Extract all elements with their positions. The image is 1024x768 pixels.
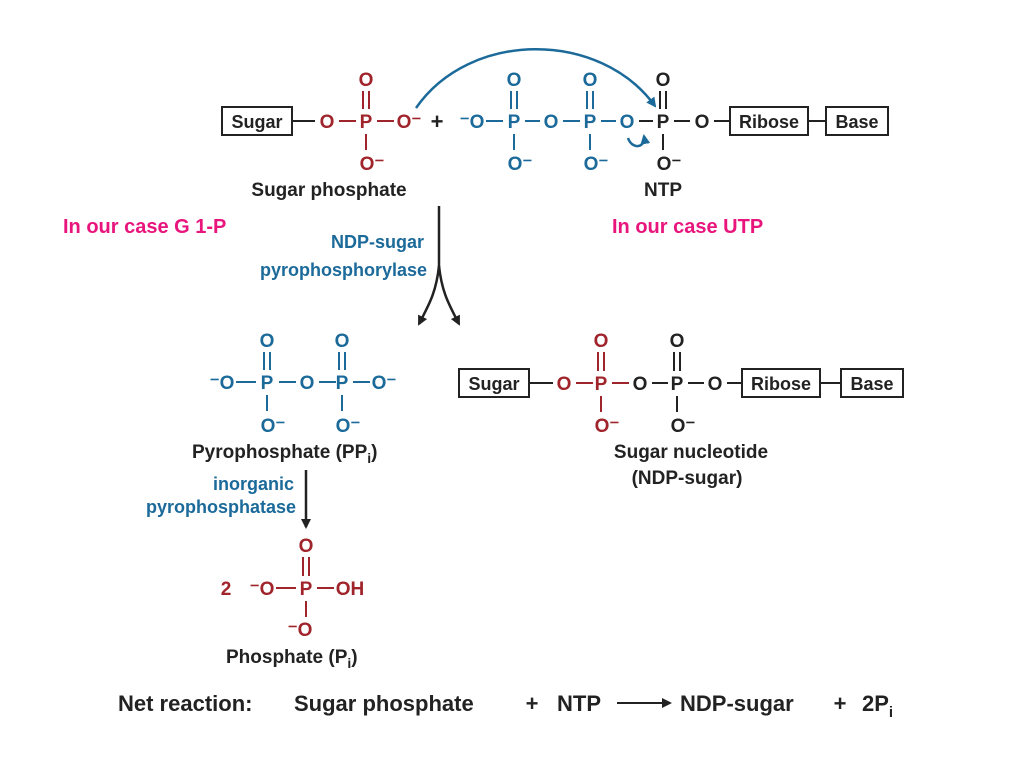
oxygen-anion: ⁻O — [460, 112, 485, 133]
ndp-sugar-molecule: Sugar O P O O⁻ O P O O⁻ O Ribose Base — [458, 331, 904, 437]
oxygen-atom: O — [708, 374, 723, 395]
base-box — [840, 368, 904, 398]
oxygen-anion: O⁻ — [336, 416, 361, 437]
phosphorus-atom: P — [671, 374, 684, 395]
oxygen-anion: ⁻O — [288, 620, 313, 641]
base-box-label: Base — [850, 374, 893, 394]
oxygen-anion: O⁻ — [671, 416, 696, 437]
oxygen-atom: O — [544, 112, 559, 133]
oxygen-atom: O — [670, 331, 685, 352]
oxygen-atom: O — [320, 112, 335, 133]
base-box-label: Base — [835, 112, 878, 132]
oxygen-atom: O — [620, 112, 635, 133]
oxygen-atom: O — [557, 374, 572, 395]
oxygen-anion: ⁻O — [250, 579, 275, 600]
enzyme-name-line2: pyrophosphorylase — [260, 260, 427, 280]
phosphorus-atom: P — [657, 112, 670, 133]
net-reaction-prefix: Net reaction: — [118, 691, 252, 716]
net-reactant-sugar-phosphate: Sugar phosphate — [294, 691, 474, 716]
phosphorus-atom: P — [508, 112, 521, 133]
ntp-label: NTP — [644, 180, 682, 201]
oxygen-atom: O — [300, 373, 315, 394]
enzyme-name-line2: pyrophosphatase — [146, 497, 296, 517]
nucleophilic-attack-arrow — [414, 48, 657, 109]
oxygen-anion: O⁻ — [657, 154, 682, 175]
enzyme-name-line1: inorganic — [213, 474, 294, 494]
sugar-box-label: Sugar — [468, 374, 519, 394]
oxygen-anion: O⁻ — [584, 154, 609, 175]
phosphate-label: Phosphate (Pi) — [226, 647, 358, 671]
oxygen-atom: O — [299, 536, 314, 557]
branching-reaction-arrow — [417, 206, 461, 326]
plus-sign: + — [431, 109, 444, 134]
phosphorus-atom: P — [584, 112, 597, 133]
phosphorus-atom: P — [595, 374, 608, 395]
oxygen-atom: O — [594, 331, 609, 352]
pyrophosphate-label: Pyrophosphate (PPi) — [192, 442, 377, 466]
net-product-ndp-sugar: NDP-sugar — [680, 691, 794, 716]
oxygen-atom: O — [335, 331, 350, 352]
ribose-box-label: Ribose — [739, 112, 799, 132]
net-plus-sign: + — [834, 691, 847, 716]
oxygen-anion: ⁻O — [210, 373, 235, 394]
oxygen-anion: O⁻ — [261, 416, 286, 437]
net-reactant-ntp: NTP — [557, 691, 601, 716]
phosphorus-atom: P — [261, 373, 274, 394]
phosphorus-atom: P — [360, 112, 373, 133]
phosphorus-atom: P — [336, 373, 349, 394]
ndp-sugar-label: (NDP-sugar) — [632, 468, 743, 489]
net-product-phosphate: 2Pi — [862, 691, 893, 721]
pyrophosphate-molecule: ⁻O P O O⁻ O P O O⁻ O⁻ — [210, 331, 397, 437]
base-box — [825, 106, 889, 136]
oxygen-anion: O⁻ — [595, 416, 620, 437]
ribose-box-label: Ribose — [751, 374, 811, 394]
sugar-box-label: Sugar — [231, 112, 282, 132]
right-annotation: In our case UTP — [612, 216, 763, 238]
oxygen-anion: O⁻ — [372, 373, 397, 394]
sugar-phosphate-molecule: Sugar O P O O⁻ O⁻ — [221, 70, 422, 175]
oxygen-anion: O⁻ — [508, 154, 533, 175]
oxygen-atom: O — [633, 374, 648, 395]
stoichiometric-coefficient: 2 — [221, 579, 232, 600]
ntp-molecule: ⁻O P O O⁻ O P O O⁻ O P O O⁻ O Ribose Bas… — [460, 70, 889, 175]
net-reaction: Net reaction: Sugar phosphate + NTP NDP-… — [118, 691, 893, 721]
oxygen-atom: O — [507, 70, 522, 91]
oxygen-atom: O — [583, 70, 598, 91]
oxygen-atom: O — [695, 112, 710, 133]
oxygen-atom: O — [359, 70, 374, 91]
oxygen-atom: O — [260, 331, 275, 352]
oxygen-atom: O — [656, 70, 671, 91]
phosphate-molecule: 2 ⁻O P O ⁻O OH — [221, 536, 365, 641]
oxygen-anion: O⁻ — [360, 154, 385, 175]
sugar-phosphate-label: Sugar phosphate — [251, 180, 406, 201]
hydroxyl-group: OH — [336, 579, 365, 600]
left-annotation: In our case G 1-P — [63, 216, 226, 238]
leaving-group-arrow — [626, 134, 651, 148]
net-plus-sign: + — [526, 691, 539, 716]
oxygen-anion: O⁻ — [397, 112, 422, 133]
enzyme-name-line1: NDP-sugar — [331, 232, 424, 252]
sugar-nucleotide-label: Sugar nucleotide — [614, 442, 768, 463]
phosphorus-atom: P — [300, 579, 313, 600]
